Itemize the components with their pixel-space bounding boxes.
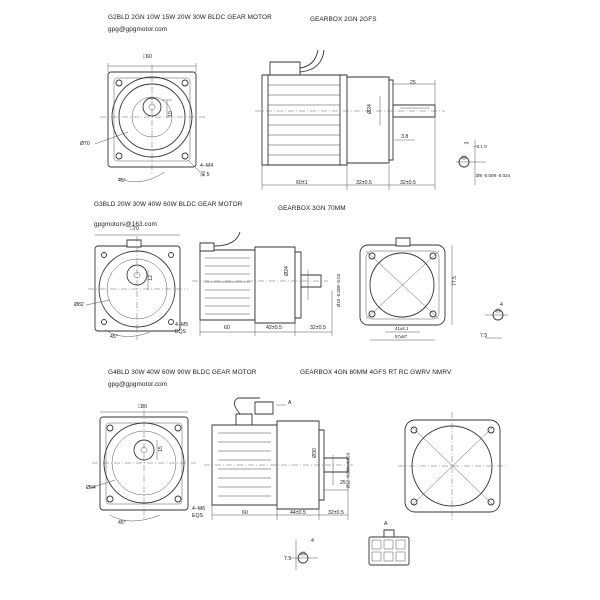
side-view-2gn [255,50,445,190]
dim-angle-3gn: 45° [110,334,118,340]
view-label-connector-4gn: A [384,521,388,527]
dim-shaft-len-4gn: 25 [340,480,346,486]
dim-shaft-h-3gn: 12 [147,275,154,281]
dim-len-motor-2gn: 60±1 [296,180,308,186]
contact-email-4gn: gpg@gpgmotor.com [108,381,168,388]
dim-hole-note-4gn: 4−M6 [192,506,206,512]
gearbox-title-3gn: GEARBOX 3GN 70MM [278,205,346,212]
dim-shaft-dia-4gn: Ø30 [311,448,318,458]
dim-shaft-dia-3gn: Ø24 [283,266,290,276]
gearbox-title-4gn: GEARBOX 4GN 80MM 4GFS RT RC GWRV NMRV [300,369,452,376]
dim-shaft-dia2-3gn: Ø10 -0.008 -0.03 [336,273,342,308]
dim-key-note-4gn: 4 [311,538,314,544]
front-view-4gn [90,410,196,521]
dim-key-note-3gn: 4 [500,302,503,308]
dim-side-h-3gn: 77.5 [452,275,459,287]
dim-len-gear2-2gn: 32±0.5 [400,180,416,186]
dim-key-tol-2gn: +0.1 0 [474,144,487,149]
dim-key-w-3gn: 7.5 [480,333,488,339]
dim-angle-2gn: 45° [118,178,126,184]
front-view-2gn [95,63,205,182]
dim-len-gear2-3gn: 32±0.5 [310,325,326,331]
dim-len-gear1-3gn: 42±0.5 [266,325,282,331]
dim-len-gear2-4gn: 32±0.5 [328,510,344,516]
key-detail-3gn [485,309,508,338]
gearbox-face-3gn [360,238,452,340]
contact-email-2gn: gpg@gpgmotor.com [108,26,168,33]
motor-title-3gn: G3BLD 20W 30W 40W 60W BLDC GEAR MOTOR [94,201,243,208]
dim-shaft-dia-2gn: Ø24 [366,104,373,114]
side-view-3gn [192,232,332,336]
side-view-4gn [204,398,355,520]
dim-len-motor-4gn: 60 [242,510,248,516]
dim-hole-depth-2gn: 深 5 [200,172,210,178]
dim-flange-3gn: □70 [130,226,139,232]
dim-flange-2gn: □60 [143,54,152,60]
dim-bolt-circle-4gn: Ø94 [86,485,96,491]
dim-hole-note-3gn: 4−M5 [175,322,189,328]
dim-key-w-2gn: 3.8 [401,134,409,140]
dim-angle-4gn: 45° [118,520,126,526]
dim-flange-4gn: □80 [138,404,147,410]
dim-shaft-h-4gn: 15 [157,446,164,452]
dim-hole-depth-4gn: EQS [192,513,203,519]
dim-side-a-3gn: 41±4.1 [395,326,409,331]
motor-title-2gn: G2BLD 2GN 10W 15W 20W 30W BLDC GEAR MOTO… [108,14,272,21]
dim-len-motor-3gn: 60 [224,325,230,331]
gearbox-title-2gn: GEARBOX 2GN 2GFS [310,16,377,23]
front-view-3gn [86,235,188,340]
motor-title-4gn: G4BLD 30W 40W 60W 90W BLDC GEAR MOTOR [108,369,257,376]
connector-detail [369,530,409,565]
contact-email-3gn: gpgmotors@163.com [94,221,157,228]
dim-bolt-circle-2gn: Ø70 [80,141,90,147]
dim-bolt-circle-3gn: Ø82 [74,302,84,308]
dim-hole-note-2gn: 4−M4 [200,163,214,169]
dim-hole-depth-3gn: EQS [175,329,186,335]
dim-len-gear1-4gn: 44±0.5 [290,510,306,516]
gearbox-face-4gn [398,412,507,520]
dim-side-b-3gn: 57±87 [395,334,408,339]
dim-len-gear1-2gn: 32±0.5 [356,180,372,186]
dim-shaft-len-2gn: 25 [410,80,416,86]
dim-key-note-2gn: 3 [464,141,471,145]
dim-key-w-4gn: 7.5 [284,556,292,562]
key-detail-4gn [290,540,318,570]
dim-shaft-tol-2gn: Ø8 -0.009 -0.024 [476,173,511,178]
view-label-top-4gn: A [288,400,292,406]
key-detail-2gn [456,140,486,185]
dim-shaft-h-2gn: 10 [167,111,174,117]
dim-shaft-dia2-4gn: Ø12 -0.008 -0.024 [345,452,351,489]
